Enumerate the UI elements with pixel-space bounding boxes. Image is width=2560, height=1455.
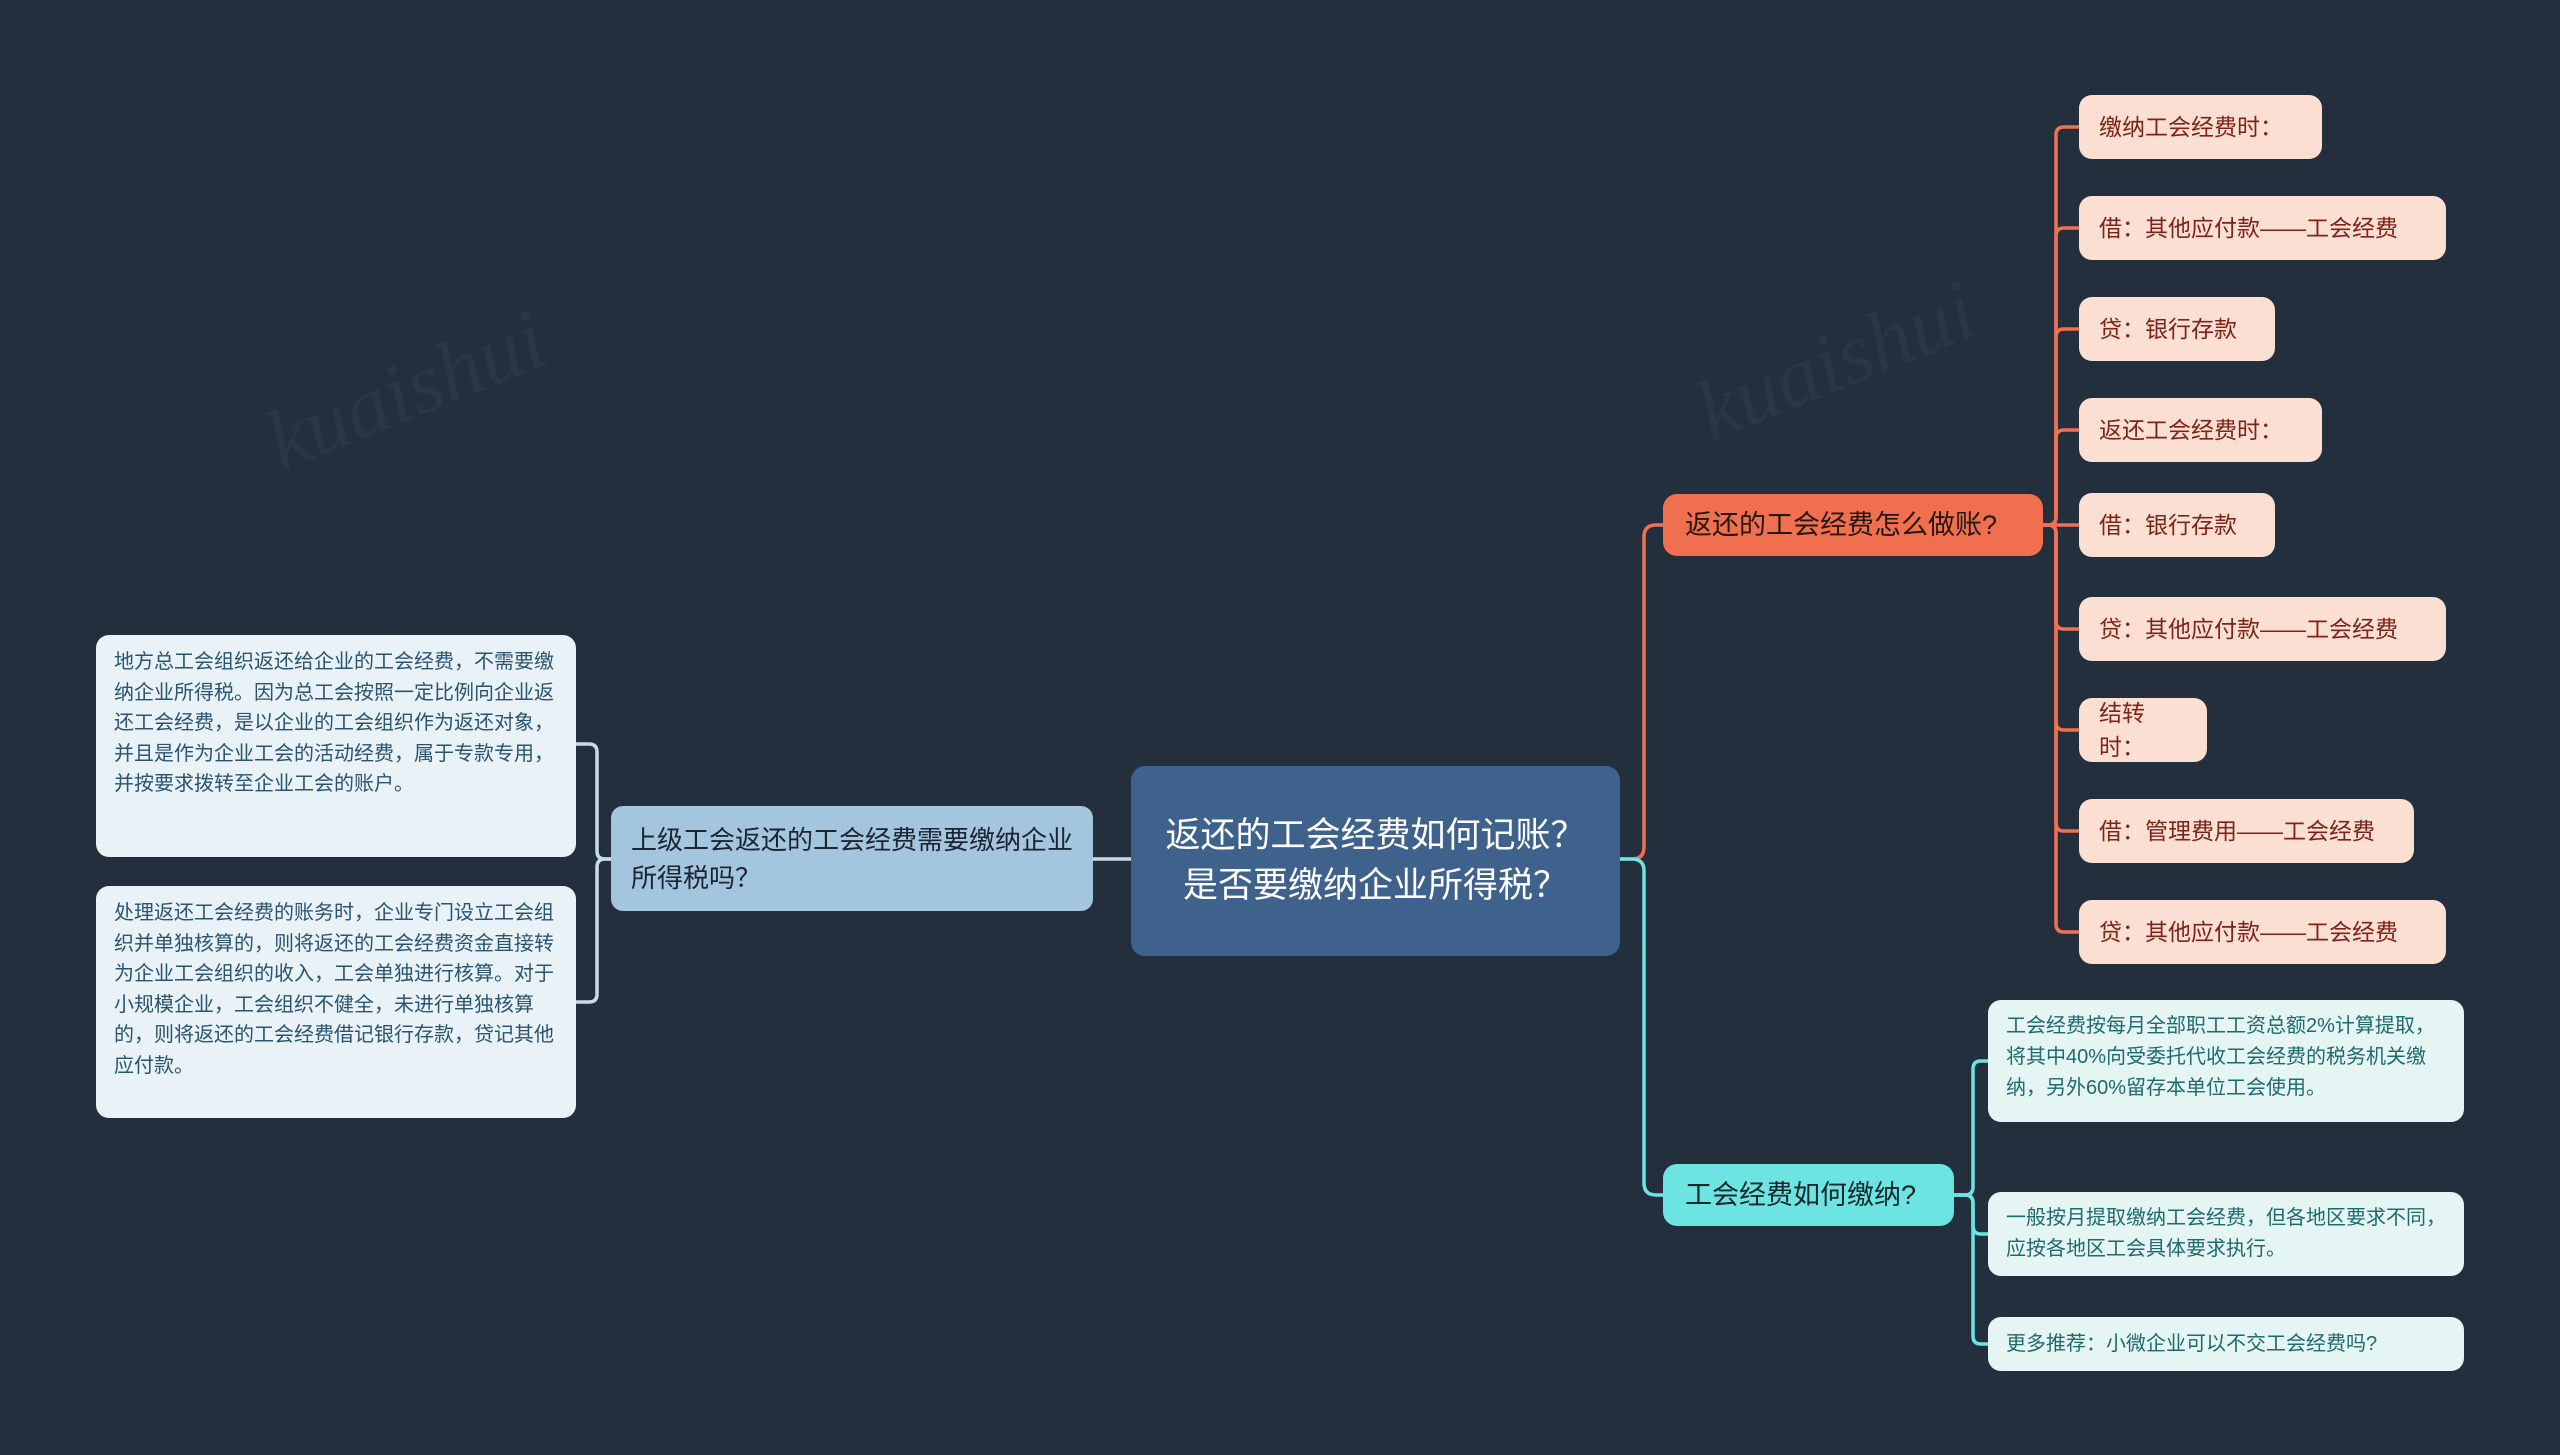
link-root-to-teal-branch [1618, 857, 1665, 1197]
link-orange-leaf-8 [2041, 523, 2081, 833]
branch-node-teal[interactable]: 工会经费如何缴纳? [1663, 1164, 1954, 1226]
link-orange-leaf-3 [2041, 327, 2081, 527]
leaf-node-orange-6[interactable]: 贷：其他应付款——工会经费 [2079, 597, 2446, 661]
watermark-text: kuaishui [252, 289, 560, 491]
link-teal-leaf-1 [1952, 1059, 1990, 1197]
leaf-node-left-1[interactable]: 地方总工会组织返还给企业的工会经费，不需要缴纳企业所得税。因为总工会按照一定比例… [96, 635, 576, 857]
leaf-node-teal-2[interactable]: 一般按月提取缴纳工会经费，但各地区要求不同，应按各地区工会具体要求执行。 [1988, 1192, 2464, 1276]
leaf-node-orange-7[interactable]: 结转时： [2079, 698, 2207, 762]
link-orange-leaf-4 [2041, 428, 2081, 527]
link-teal-leaf-3 [1952, 1193, 1990, 1346]
link-orange-leaf-2 [2041, 226, 2081, 527]
link-orange-leaf-7 [2041, 523, 2081, 732]
leaf-node-orange-2[interactable]: 借：其他应付款——工会经费 [2079, 196, 2446, 260]
link-root-to-orange-branch [1618, 523, 1665, 861]
leaf-node-teal-3[interactable]: 更多推荐：小微企业可以不交工会经费吗? [1988, 1317, 2464, 1371]
link-left-branch-to-leaf-1 [574, 742, 613, 861]
leaf-node-orange-9[interactable]: 贷：其他应付款——工会经费 [2079, 900, 2446, 964]
leaf-node-left-2[interactable]: 处理返还工会经费的账务时，企业专门设立工会组织并单独核算的，则将返还的工会经费资… [96, 886, 576, 1118]
link-left-branch-to-leaf-2 [574, 857, 613, 1004]
link-orange-leaf-1 [2041, 125, 2081, 527]
leaf-node-orange-3[interactable]: 贷：银行存款 [2079, 297, 2275, 361]
link-orange-leaf-9 [2041, 523, 2081, 934]
leaf-node-teal-1[interactable]: 工会经费按每月全部职工工资总额2%计算提取，将其中40%向受委托代收工会经费的税… [1988, 1000, 2464, 1122]
leaf-node-orange-5[interactable]: 借：银行存款 [2079, 493, 2275, 557]
watermark-text: kuaishui [1682, 259, 1990, 461]
link-orange-leaf-6 [2041, 523, 2081, 631]
leaf-node-orange-1[interactable]: 缴纳工会经费时： [2079, 95, 2322, 159]
root-node[interactable]: 返还的工会经费如何记账？是否要缴纳企业所得税？ [1131, 766, 1620, 956]
branch-node-left[interactable]: 上级工会返还的工会经费需要缴纳企业所得税吗？ [611, 806, 1093, 911]
leaf-node-orange-4[interactable]: 返还工会经费时： [2079, 398, 2322, 462]
leaf-node-orange-8[interactable]: 借：管理费用——工会经费 [2079, 799, 2414, 863]
link-teal-leaf-2 [1952, 1193, 1990, 1236]
branch-node-orange[interactable]: 返还的工会经费怎么做账? [1663, 494, 2043, 556]
